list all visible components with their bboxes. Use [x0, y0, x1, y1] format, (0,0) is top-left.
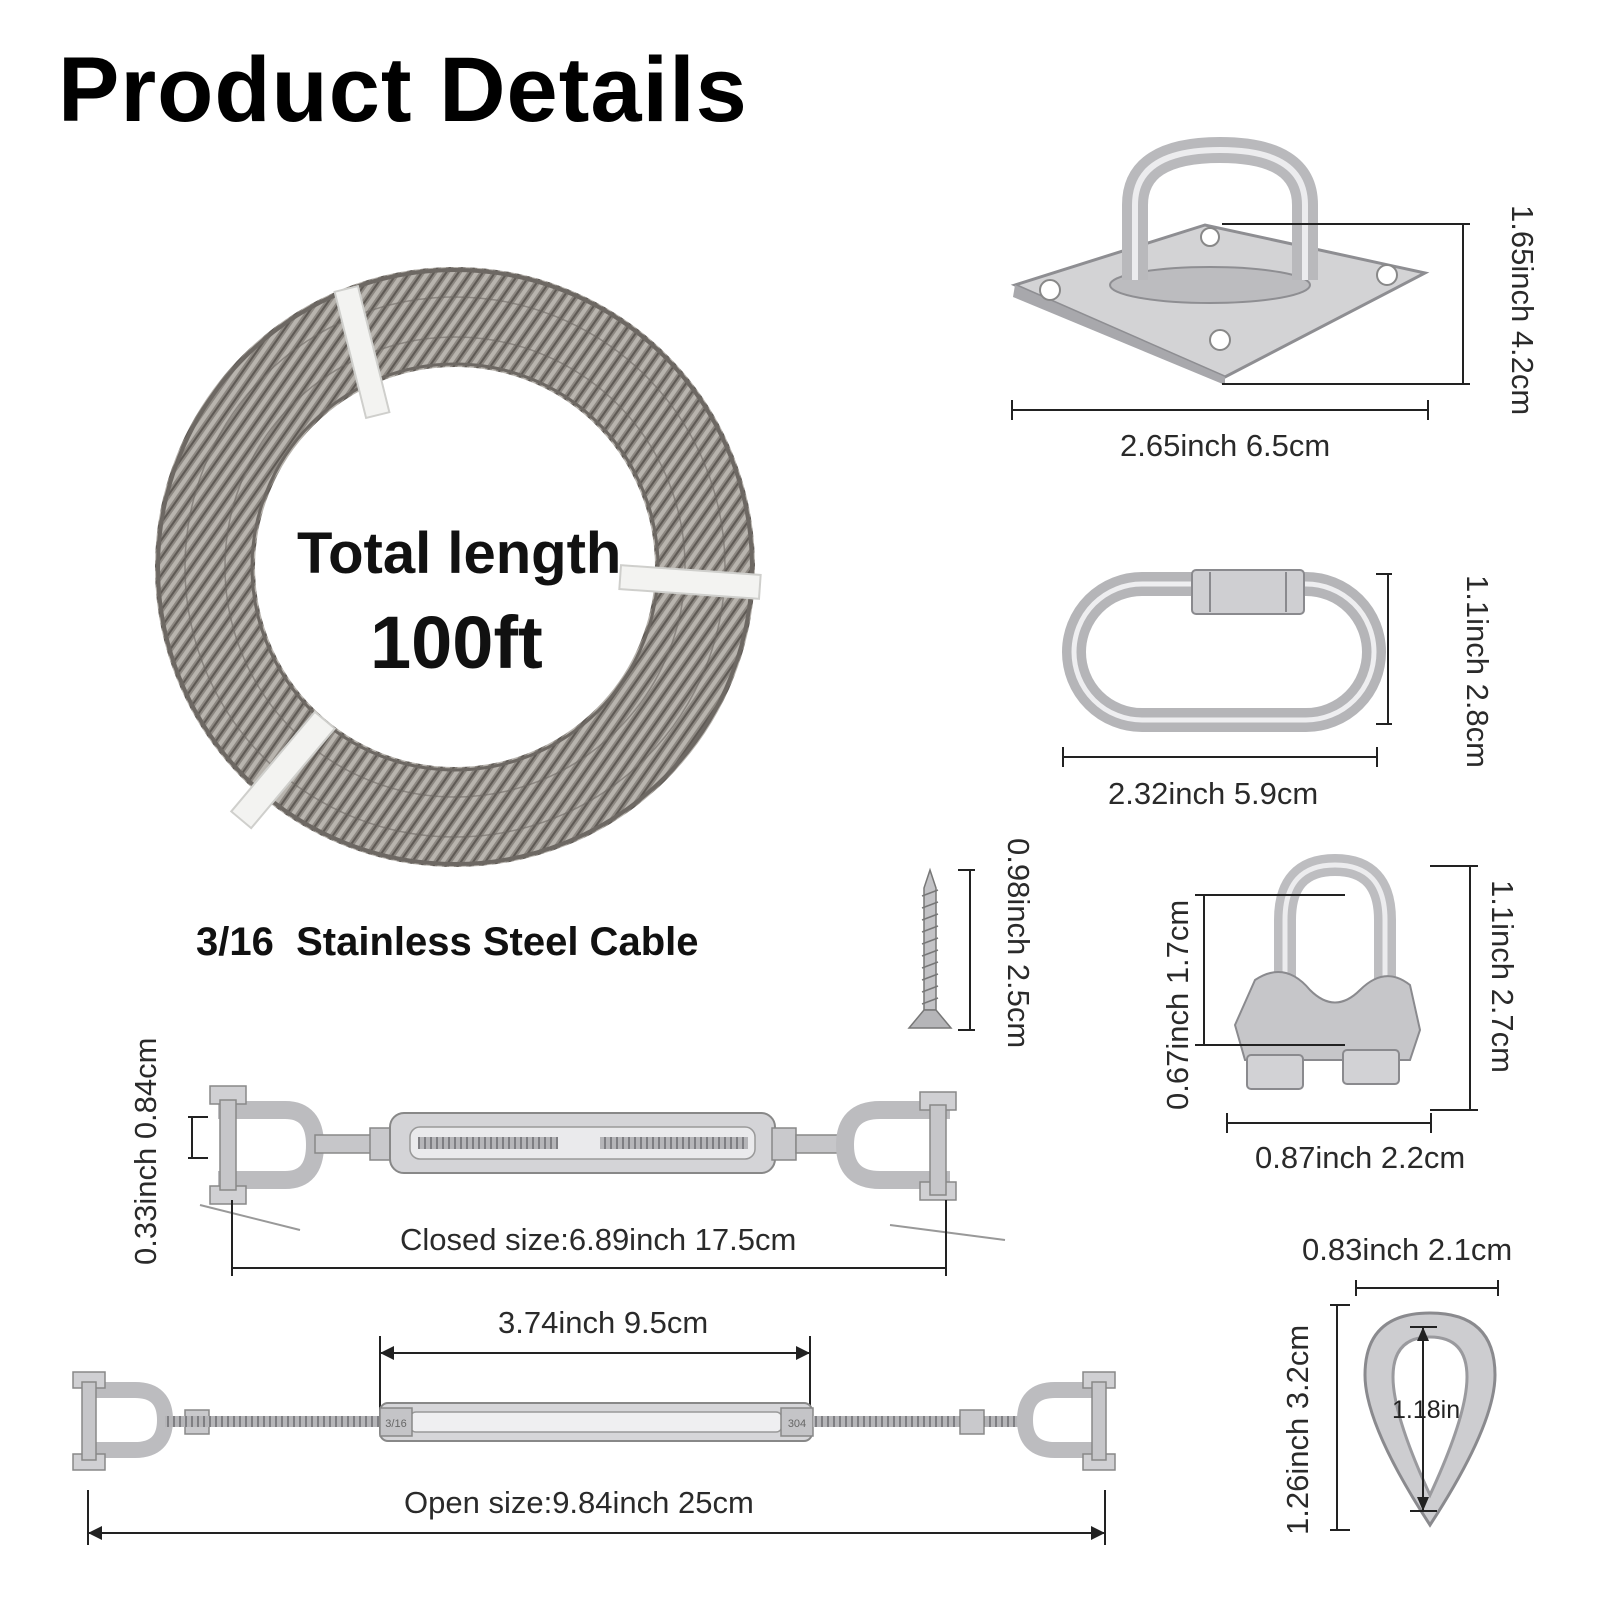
turnbuckle-open-size-label: Open size:9.84inch 25cm [404, 1485, 754, 1520]
turnbuckle-closed-size-label: Closed size:6.89inch 17.5cm [400, 1222, 797, 1257]
wire-rope-clip-image [1233, 853, 1422, 1090]
thimble-height-label: 1.26inch 3.2cm [1280, 1324, 1315, 1535]
turnbuckle-open-image: 3/16 304 [72, 1371, 1116, 1471]
quick-link-image [1062, 569, 1386, 732]
turnbuckle-closed-image [199, 1085, 1006, 1241]
thimble-width-label: 0.83inch 2.1cm [1302, 1232, 1513, 1267]
thimble-image [1363, 1311, 1497, 1528]
thimble-inner-label: 1.18in [1392, 1396, 1461, 1424]
page-title: Product Details [58, 39, 748, 141]
cable-tie-bottom [229, 710, 337, 830]
cable-caption: 3/16 Stainless Steel Cable [196, 920, 699, 964]
pad-eye-width-label: 2.65inch 6.5cm [1120, 428, 1331, 463]
cable-length-value: 100ft [370, 601, 543, 684]
screw-image [907, 867, 953, 1029]
cable-tie-right [618, 564, 762, 600]
pad-eye-plate-image [1010, 136, 1430, 385]
turnbuckle-mark-left: 3/16 [385, 1418, 406, 1430]
turnbuckle-mark-right: 304 [788, 1418, 806, 1430]
cable-total-length-label: Total length [297, 521, 622, 586]
wire-clip-width-label: 0.87inch 2.2cm [1255, 1140, 1466, 1175]
turnbuckle-body-length-label: 3.74inch 9.5cm [498, 1305, 709, 1340]
cable-tie-top [333, 284, 391, 420]
quick-link-width-label: 2.32inch 5.9cm [1108, 776, 1319, 811]
cable-coil-image [155, 267, 762, 867]
